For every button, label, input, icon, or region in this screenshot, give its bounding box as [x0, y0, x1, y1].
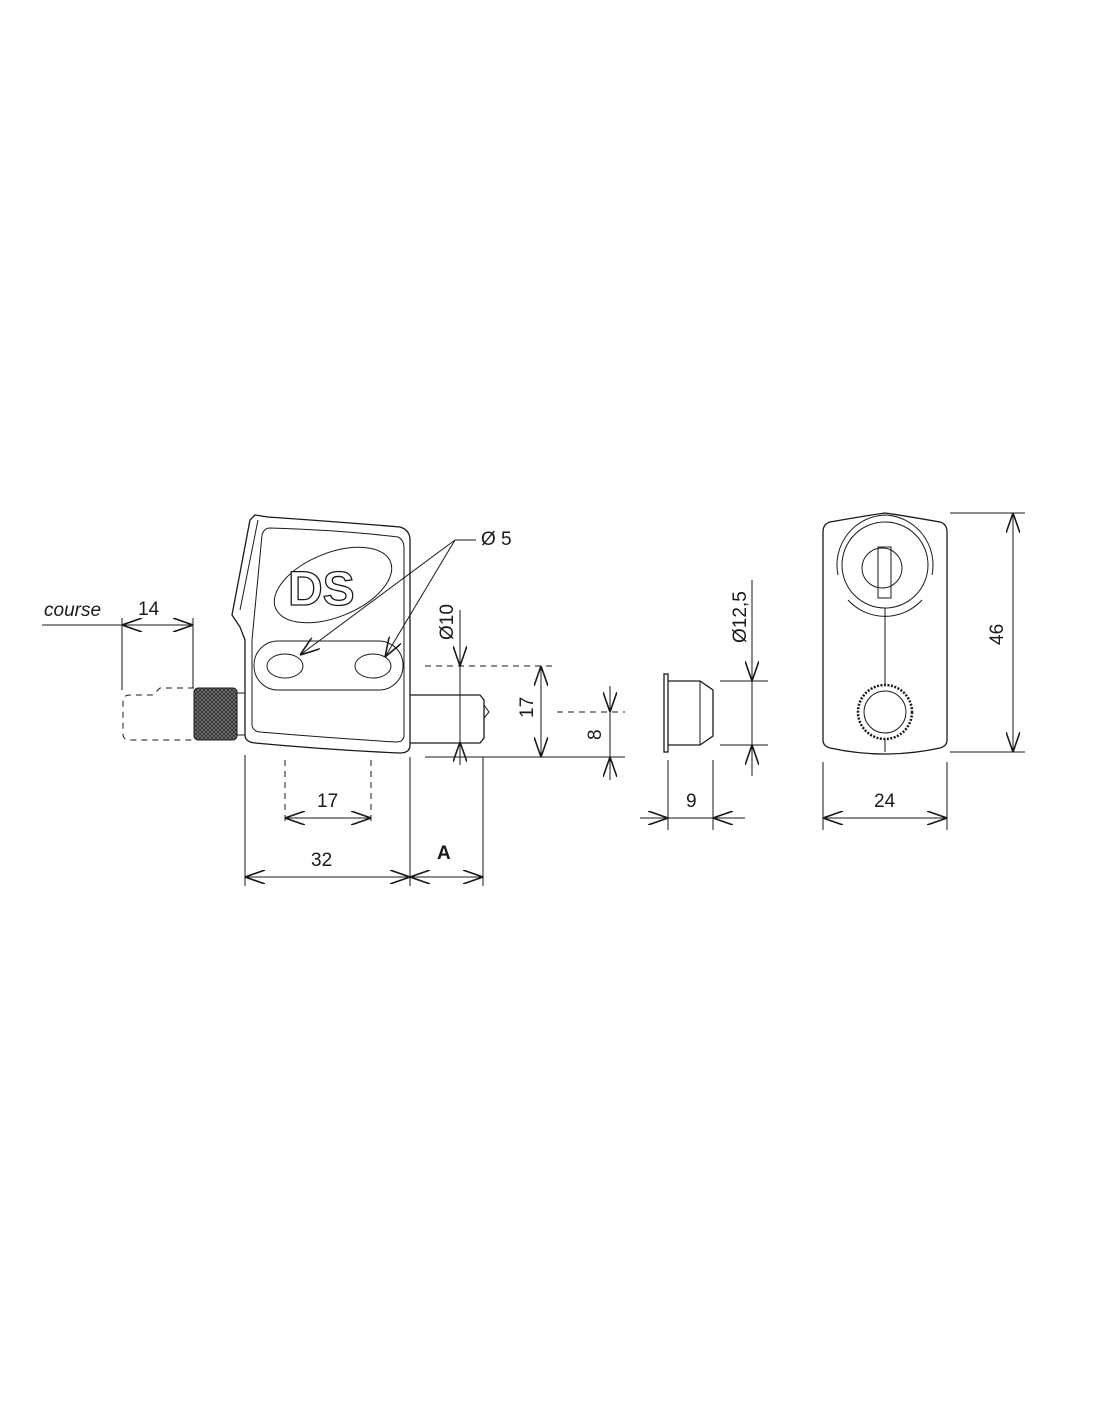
bolt-offset-label: 8 [585, 729, 606, 740]
strike-depth-label: 9 [686, 791, 697, 812]
bolt-tip [483, 704, 490, 719]
strike-diameter-label: Ø12,5 [730, 591, 751, 643]
course-dimension: course 14 [42, 599, 194, 690]
bolt [410, 694, 485, 744]
bolt-projection-label: A [437, 843, 451, 864]
body-inner-outline [251, 527, 405, 743]
ds-logo: DS [273, 546, 393, 624]
strike-plate: Ø12,5 9 [640, 580, 768, 830]
mounting-hole-right [354, 653, 392, 679]
knob-front [856, 683, 914, 741]
side-view: DS [122, 514, 490, 754]
body-width-label: 32 [311, 850, 332, 871]
bolt-diameter-dimension: Ø10 [425, 604, 625, 765]
front-height-label: 46 [987, 624, 1008, 645]
mounting-plate [253, 640, 404, 691]
ds-logo-text: DS [288, 563, 355, 616]
hole-diameter-callout: Ø 5 [300, 529, 512, 657]
lever [239, 519, 259, 611]
knob-travel-ghost [122, 687, 194, 741]
key-plug [861, 547, 903, 589]
bolt-offset-dimension: 8 [557, 686, 625, 780]
front-width-label: 24 [874, 791, 896, 812]
lock-body-outline [231, 514, 411, 754]
knurled-knob [193, 687, 238, 741]
hole-spacing-dimension: 17 [284, 760, 372, 825]
bolt-height-dimension: 17 [517, 666, 541, 757]
hole-spacing-label: 17 [317, 791, 338, 812]
knob-shaft [236, 692, 246, 736]
bolt-height-label: 17 [517, 697, 538, 718]
mounting-hole-left [266, 653, 304, 679]
body-width-dimension: 32 A [244, 755, 484, 886]
front-view: 46 24 [822, 512, 1025, 830]
keyway [877, 546, 892, 599]
bolt-diameter-label: Ø10 [437, 604, 458, 640]
course-label: course [44, 600, 101, 621]
cylinder [841, 521, 929, 609]
hole-diameter-label: Ø 5 [481, 529, 512, 550]
course-value: 14 [138, 599, 160, 620]
